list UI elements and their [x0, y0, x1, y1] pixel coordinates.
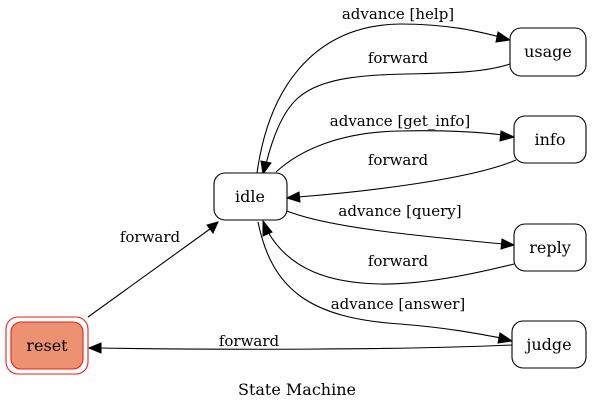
node-info: info	[513, 115, 587, 164]
node-label-reset: reset	[26, 336, 68, 355]
edge-idle-reply: advance [query]	[286, 202, 516, 250]
edge-label-idle-judge: advance [answer]	[331, 295, 466, 313]
edge-reset-idle: forward	[87, 221, 219, 318]
node-reply: reply	[513, 223, 587, 272]
edge-label-reply-idle: forward	[368, 252, 429, 270]
node-label-idle: idle	[235, 187, 265, 206]
edge-info-idle: forward	[285, 151, 517, 203]
edge-idle-info: advance [get_info]	[275, 112, 516, 173]
edge-usage-idle: forward	[260, 49, 511, 176]
reset-inner-fill	[10, 321, 84, 370]
edge-judge-reset: forward	[87, 332, 513, 354]
edge-label-usage-idle: forward	[368, 49, 429, 67]
edge-idle-judge: advance [answer]	[257, 221, 514, 344]
edge-label-info-idle: forward	[368, 151, 429, 169]
edge-label-reset-idle: forward	[120, 228, 181, 246]
node-usage: usage	[509, 27, 587, 77]
node-label-usage: usage	[524, 42, 572, 61]
edge-label-idle-reply: advance [query]	[338, 202, 461, 220]
node-judge: judge	[511, 320, 587, 369]
node-idle: idle	[213, 172, 288, 221]
node-label-judge: judge	[524, 335, 571, 354]
edge-label-idle-info: advance [get_info]	[330, 112, 470, 130]
node-label-reply: reply	[529, 238, 571, 257]
edge-label-judge-reset: forward	[219, 332, 280, 350]
edge-idle-usage: advance [help]	[256, 5, 512, 174]
node-label-info: info	[535, 130, 566, 149]
edge-reply-idle: forward	[262, 219, 515, 285]
diagram-caption: State Machine	[238, 380, 356, 399]
node-reset: reset	[5, 316, 89, 375]
edge-label-idle-usage: advance [help]	[342, 5, 454, 23]
